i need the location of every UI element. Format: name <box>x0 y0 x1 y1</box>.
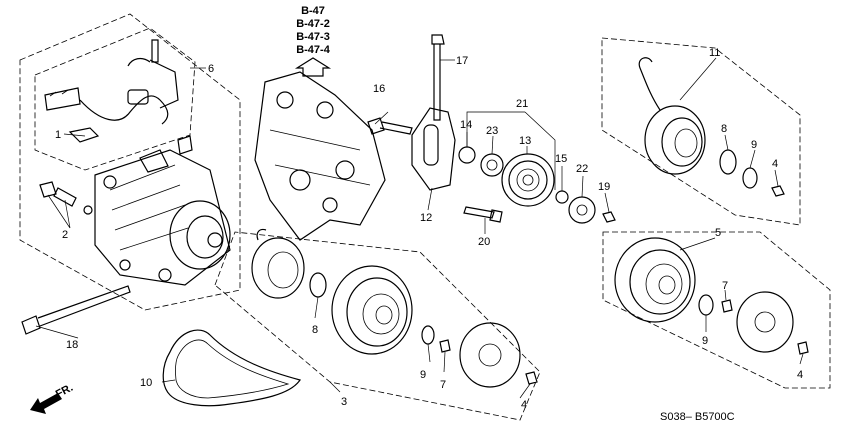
idler-bracket <box>411 107 456 191</box>
pulley <box>331 265 413 355</box>
nut-4-right <box>797 341 809 355</box>
callout-7-right[interactable]: 7 <box>722 280 728 292</box>
wiring-harness-group-outline <box>34 27 196 171</box>
bolt-16 <box>367 117 413 135</box>
callout-10[interactable]: 10 <box>140 377 152 389</box>
idler-nut <box>602 211 616 223</box>
reference-b-47-2[interactable]: B-47-2 <box>296 18 330 30</box>
nut-4-lower <box>525 371 538 385</box>
harness-clamp <box>68 127 100 143</box>
reference-b-47-4[interactable]: B-47-4 <box>296 44 331 56</box>
compressor-group-outline <box>19 13 241 311</box>
idler-pulley <box>501 153 555 207</box>
callout-3[interactable]: 3 <box>341 396 347 408</box>
field-coil-kit-group-outline <box>601 37 801 226</box>
idler-spacer-15 <box>555 190 569 204</box>
callout-15[interactable]: 15 <box>555 153 567 165</box>
callout-8-lower[interactable]: 8 <box>312 324 318 336</box>
reference-b-47[interactable]: B-47 <box>301 5 325 17</box>
snap-ring-9-right <box>698 294 714 316</box>
drive-belt <box>162 329 301 407</box>
callout-8-top[interactable]: 8 <box>721 123 727 135</box>
callout-9-right[interactable]: 9 <box>702 335 708 347</box>
armature-plate-right <box>736 291 794 353</box>
front-arrow-icon <box>30 393 62 414</box>
callout-2[interactable]: 2 <box>62 229 68 241</box>
callout-13[interactable]: 13 <box>519 135 531 147</box>
compressor-bracket <box>254 71 386 241</box>
compressor-body <box>94 135 231 286</box>
callout-19[interactable]: 19 <box>598 181 610 193</box>
shim-7-right <box>721 299 733 313</box>
harness-bolt <box>151 39 159 63</box>
compressor-mounting-bolt <box>21 285 131 335</box>
idler-spacer <box>458 146 476 164</box>
front-direction-indicator: FR. <box>30 382 75 414</box>
wiring-harness <box>44 39 179 143</box>
callout-14[interactable]: 14 <box>460 119 472 131</box>
clutch-assembly-group-outline <box>214 231 541 421</box>
idler-washer <box>480 153 504 177</box>
callout-20[interactable]: 20 <box>478 236 490 248</box>
clutch-set-group-outline <box>602 231 831 389</box>
callout-22[interactable]: 22 <box>576 163 588 175</box>
idler-cover <box>568 196 596 224</box>
snap-ring-9-lower <box>421 325 435 345</box>
callout-7-lower[interactable]: 7 <box>440 379 446 391</box>
callout-9-lower[interactable]: 9 <box>420 369 426 381</box>
callout-23[interactable]: 23 <box>486 125 498 137</box>
snap-ring-8-top <box>719 149 737 175</box>
field-coil <box>251 237 305 299</box>
reference-block: B-47 B-47-2 B-47-3 B-47-4 <box>294 5 332 77</box>
diagram-code: S038– B5700C <box>660 411 735 423</box>
callout-17[interactable]: 17 <box>456 55 468 67</box>
callout-5[interactable]: 5 <box>715 227 721 239</box>
callout-12[interactable]: 12 <box>420 212 432 224</box>
callout-4-right[interactable]: 4 <box>797 369 803 381</box>
callout-6[interactable]: 6 <box>208 63 214 75</box>
bolt-20 <box>463 206 503 223</box>
reference-b-47-3[interactable]: B-47-3 <box>296 31 330 43</box>
leader-lines <box>35 57 804 399</box>
armature-plate <box>459 322 521 388</box>
callout-18[interactable]: 18 <box>66 339 78 351</box>
callouts: 1 2 3 4 4 4 5 6 7 7 8 8 9 9 9 10 11 12 1… <box>55 47 803 411</box>
callout-4-top[interactable]: 4 <box>772 158 778 170</box>
reference-up-arrow-icon <box>294 57 332 77</box>
front-label: FR. <box>54 382 75 401</box>
shim-7-lower <box>439 339 451 353</box>
callout-4-lower[interactable]: 4 <box>521 399 527 411</box>
snap-ring-9-top <box>742 167 758 189</box>
clutch-assembly <box>251 228 538 388</box>
callout-16[interactable]: 16 <box>373 83 385 95</box>
idler-pulley-assembly <box>458 146 616 224</box>
relief-valve <box>39 181 93 215</box>
callout-11[interactable]: 11 <box>709 47 720 59</box>
callout-21[interactable]: 21 <box>516 98 528 110</box>
nut-4-top <box>771 185 785 197</box>
callout-1[interactable]: 1 <box>55 129 61 141</box>
field-coil-kit <box>638 57 785 197</box>
snap-ring-8-lower <box>309 272 327 298</box>
harness-bracket <box>149 59 179 109</box>
bolt-17 <box>431 34 445 121</box>
clutch-set <box>614 237 809 355</box>
harness-connector <box>44 87 81 111</box>
callout-9-top[interactable]: 9 <box>751 139 757 151</box>
